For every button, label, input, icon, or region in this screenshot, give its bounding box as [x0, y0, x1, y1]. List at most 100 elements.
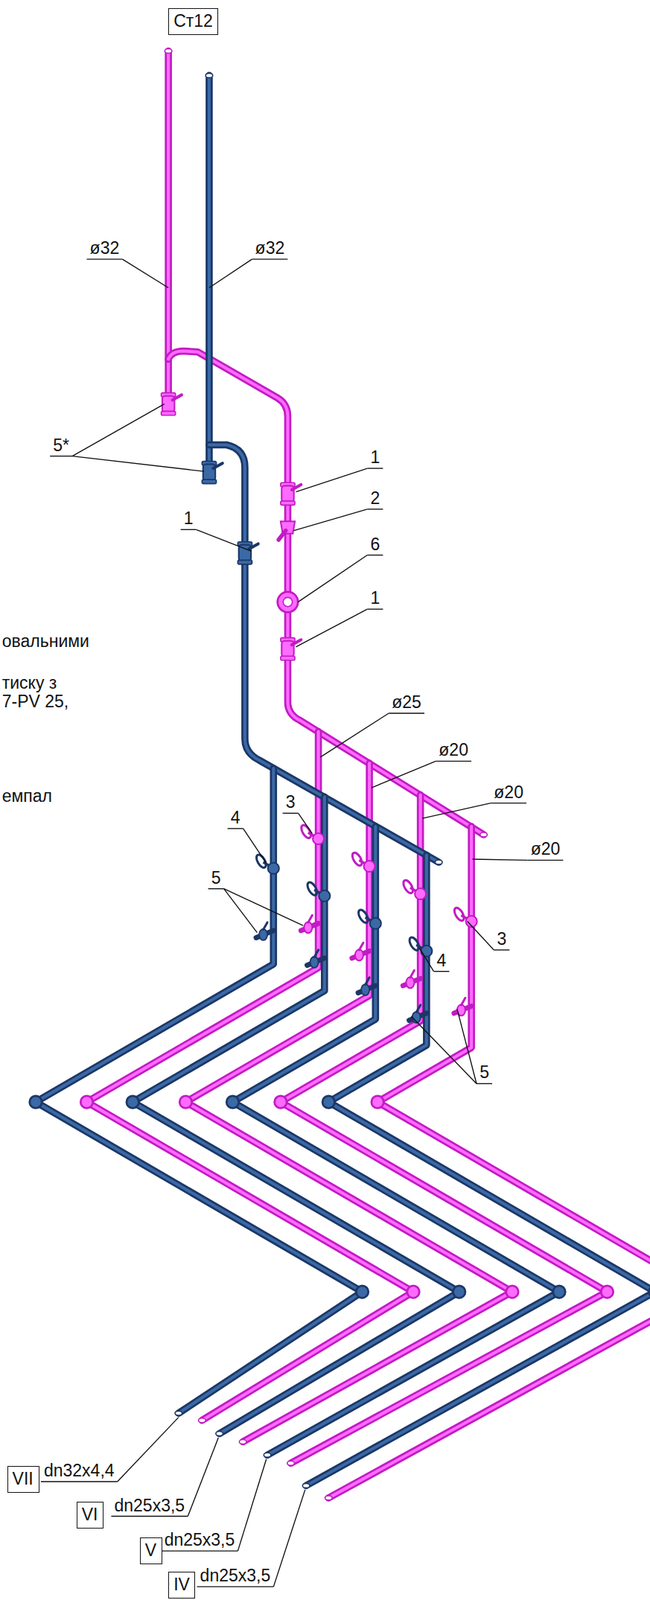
elbow-fitting	[126, 1095, 139, 1108]
valve-handle	[291, 484, 301, 490]
note-text: емпал	[2, 787, 53, 805]
pipe-core	[306, 854, 650, 1486]
pipe-end	[302, 1483, 310, 1488]
callout-label: 2	[370, 489, 380, 508]
leader-line	[224, 889, 258, 933]
leader-line	[117, 1417, 179, 1482]
valve-body	[414, 888, 426, 900]
elbow-fitting	[452, 1285, 465, 1298]
pipe-outline	[185, 763, 513, 1442]
pipe-core	[166, 51, 170, 401]
elbow-fitting	[226, 1095, 239, 1108]
valve-body	[318, 890, 330, 902]
callout-label: ø32	[255, 239, 286, 257]
valve-body	[312, 833, 324, 845]
label-underline	[208, 888, 225, 890]
leader-line	[320, 713, 389, 758]
pipe-end	[198, 1418, 207, 1423]
valve-ring	[280, 501, 295, 505]
leader-line	[410, 1016, 477, 1084]
elbow-fitting	[506, 1285, 519, 1298]
drain-handle	[263, 922, 268, 930]
label-underline	[180, 529, 197, 531]
leader-line	[422, 803, 491, 820]
leader-line	[294, 509, 368, 531]
valve-ring	[161, 410, 176, 415]
leader-line	[295, 468, 368, 493]
leader-line	[187, 1437, 219, 1517]
leader-line	[419, 947, 434, 972]
leader-line	[467, 921, 495, 951]
leader-line	[209, 259, 253, 288]
callout-label: 5	[479, 1063, 490, 1082]
label-underline	[435, 760, 472, 762]
callout-label: 1	[370, 448, 380, 467]
label-underline	[252, 258, 289, 260]
valve-handle	[248, 543, 258, 549]
valve-body	[268, 862, 280, 875]
pipe-core	[132, 796, 460, 1434]
pipe-outline	[205, 75, 213, 476]
valve-handle	[172, 394, 182, 400]
elbow-fitting	[29, 1095, 42, 1108]
label-underline	[282, 813, 299, 814]
mark-text: Ст12	[173, 11, 213, 33]
pipe-outline	[306, 854, 650, 1486]
valve-ring	[237, 559, 252, 564]
elbow-fitting	[274, 1095, 287, 1108]
pipe-outline	[280, 795, 608, 1464]
elbow-fitting	[179, 1095, 192, 1108]
pipe-core	[185, 763, 513, 1442]
pipe-end	[263, 1452, 272, 1458]
pipe-outline	[168, 350, 484, 835]
callout-label: ø20	[530, 840, 561, 858]
callout-label: ø20	[493, 784, 524, 802]
mark-text: IV	[173, 1574, 190, 1596]
label-underline	[490, 802, 527, 804]
leader-line	[72, 456, 205, 473]
mark-text: VII	[12, 1469, 34, 1490]
pipe-outline	[164, 51, 172, 401]
callout-label: ø32	[90, 239, 120, 257]
drain-valve	[303, 921, 312, 933]
valve-body	[364, 860, 376, 872]
label-underline	[527, 859, 564, 861]
callout-label: 4	[230, 809, 241, 827]
label-underline	[110, 1515, 188, 1517]
drain-handle	[460, 997, 465, 1006]
leader-line	[472, 859, 528, 860]
pipe-end	[174, 1410, 183, 1416]
leader-line	[196, 529, 252, 551]
callout-label: 5	[211, 869, 222, 887]
leader-line	[298, 813, 313, 834]
mark-box: VII	[7, 1466, 40, 1493]
callout-label: dn25x3,5	[164, 1531, 236, 1549]
leader-line	[72, 404, 165, 457]
callout-label: 1	[370, 589, 380, 607]
valve-body	[420, 945, 432, 957]
label-underline	[493, 949, 510, 951]
valve-handle	[212, 463, 222, 469]
pipe-core	[86, 731, 414, 1421]
pipe-core	[207, 75, 211, 476]
callout-label: dn25x3,5	[200, 1567, 272, 1585]
pipe-outline	[132, 796, 460, 1434]
drain-handle	[308, 915, 312, 923]
leader-line	[295, 609, 368, 648]
elbow-fitting	[371, 1095, 384, 1108]
label-underline	[197, 1585, 274, 1587]
callout-label: 1	[183, 510, 194, 528]
elbow-fitting	[553, 1285, 566, 1298]
handwheel	[401, 878, 415, 895]
callout-label: 4	[437, 952, 447, 970]
label-underline	[476, 1083, 493, 1085]
leader-line	[371, 760, 436, 788]
pipe-end	[239, 1439, 247, 1444]
leader-line	[297, 555, 368, 603]
elbow-fitting	[600, 1285, 613, 1298]
leader-line	[457, 1008, 477, 1084]
leader-line	[273, 1489, 305, 1587]
drain-handle	[410, 970, 414, 978]
handwheel	[350, 851, 365, 867]
handwheel	[407, 935, 421, 952]
